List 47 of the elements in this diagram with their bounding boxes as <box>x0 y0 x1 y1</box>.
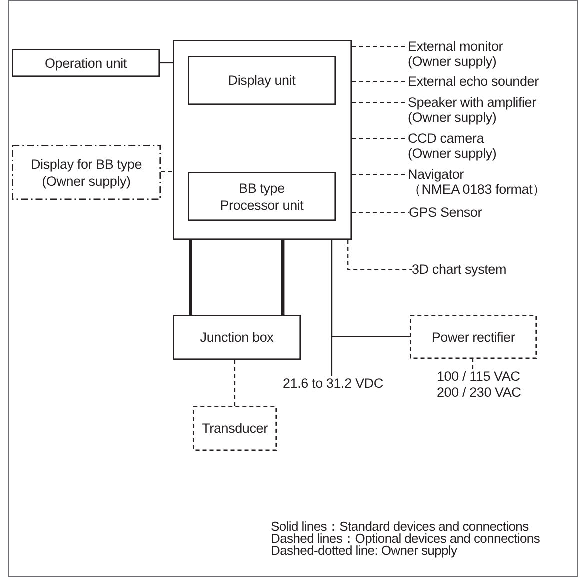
device-label: External echo sounder <box>408 74 539 89</box>
unit-label: Display for BB type <box>31 156 142 172</box>
dashed-connection-line <box>352 80 408 82</box>
legend-text: Dashed-dotted line: Owner supply <box>271 545 458 557</box>
unit-label: Transducer <box>202 420 268 437</box>
dashed-connection-line <box>352 138 408 140</box>
voltage-label: 200 / 230 VAC <box>437 385 522 401</box>
dashed-connection-line <box>472 359 474 369</box>
unit-label: Display unit <box>228 72 296 89</box>
unit-label: Junction box <box>200 329 274 346</box>
voltage-label: 100 / 115 VAC <box>437 369 522 385</box>
dashed-connection-line <box>352 46 408 48</box>
optional-unit-box <box>193 406 277 451</box>
unit-label: Operation unit <box>44 54 127 72</box>
dashed-connection-line <box>352 102 408 104</box>
connection-line <box>160 62 173 64</box>
cable-line <box>189 240 192 315</box>
note-label: (Owner supply) <box>408 110 498 125</box>
note-label: (Owner supply) <box>408 54 498 69</box>
unit-label: Power rectifier <box>432 328 516 346</box>
device-label: Navigator <box>408 167 465 182</box>
dashed-connection-line <box>352 212 409 214</box>
dashed-connection-line <box>161 171 173 172</box>
legend-text: Solid lines：Standard devices and connections <box>271 521 529 533</box>
junction-box <box>173 315 301 360</box>
unit-label: BB type Processor unit <box>219 180 305 214</box>
unit-box <box>188 56 336 105</box>
device-label: Speaker with amplifier <box>408 95 536 110</box>
device-label: 3D chart system <box>412 262 507 277</box>
device-label: CCD camera <box>408 131 486 146</box>
note-label: （NMEA 0183 format） <box>408 182 546 197</box>
device-label: GPS Sensor <box>409 205 482 220</box>
dashed-connection-line <box>352 174 408 176</box>
connection-line <box>331 240 410 338</box>
optional-unit-box <box>410 315 537 359</box>
unit-box <box>12 49 160 77</box>
dashed-connection-line <box>234 360 236 406</box>
voltage-label: 21.6 to 31.2 VDC <box>283 376 384 391</box>
unit-box <box>188 172 336 221</box>
device-label: External monitor <box>408 39 504 54</box>
dashed-connection-line <box>348 240 412 270</box>
enclosure-box <box>173 40 352 240</box>
owner-supply-box <box>12 145 161 200</box>
legend-text: Dashed lines：Optional devices and connections <box>271 533 540 545</box>
note-label: (Owner supply) <box>408 146 497 161</box>
cable-line <box>282 240 285 315</box>
unit-label: (Owner supply) <box>42 172 131 190</box>
